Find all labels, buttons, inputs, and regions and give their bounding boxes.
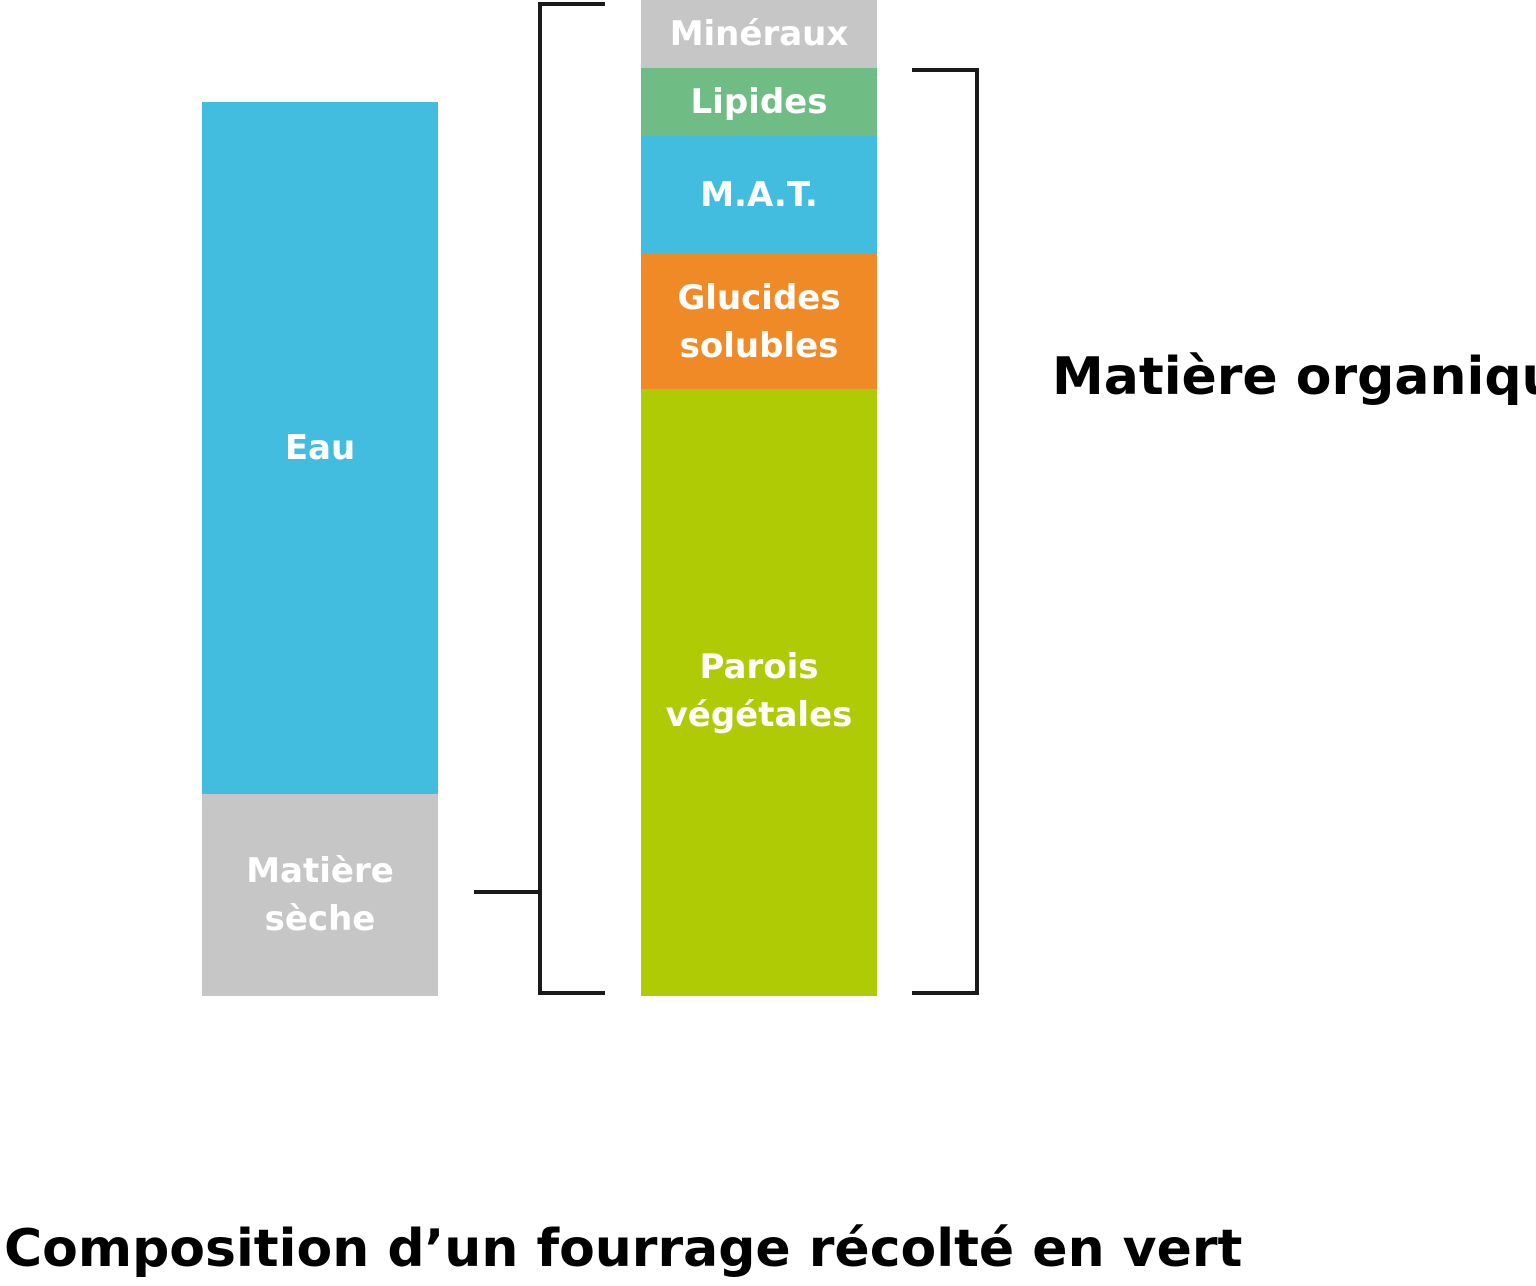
minerals-segment: Minéraux — [641, 0, 877, 68]
dry-matter-label: Matière sèche — [246, 851, 394, 939]
cell-walls-segment: Parois végétales — [641, 389, 877, 996]
crude-protein-label: M.A.T. — [700, 175, 818, 215]
dry-matter-bracket — [538, 2, 605, 995]
dry-matter-composition-bar: Minéraux Lipides M.A.T. Glucides soluble… — [641, 0, 877, 996]
minerals-label: Minéraux — [669, 14, 849, 54]
soluble-sugars-segment: Glucides solubles — [641, 254, 877, 389]
lipids-label: Lipides — [690, 82, 828, 122]
crude-protein-segment: M.A.T. — [641, 136, 877, 254]
forage-composition-bar: Eau Matière sèche — [202, 102, 438, 996]
dry-matter-segment: Matière sèche — [202, 794, 438, 996]
cell-walls-label: Parois végétales — [665, 647, 853, 735]
diagram-title: Composition d’un fourrage récolté en ver… — [4, 1219, 1243, 1279]
organic-matter-label: Matière organique — [1052, 347, 1536, 407]
organic-matter-bracket — [912, 68, 979, 995]
soluble-sugars-label: Glucides solubles — [677, 277, 841, 366]
lipids-segment: Lipides — [641, 68, 877, 136]
water-label: Eau — [284, 428, 356, 468]
water-segment: Eau — [202, 102, 438, 794]
